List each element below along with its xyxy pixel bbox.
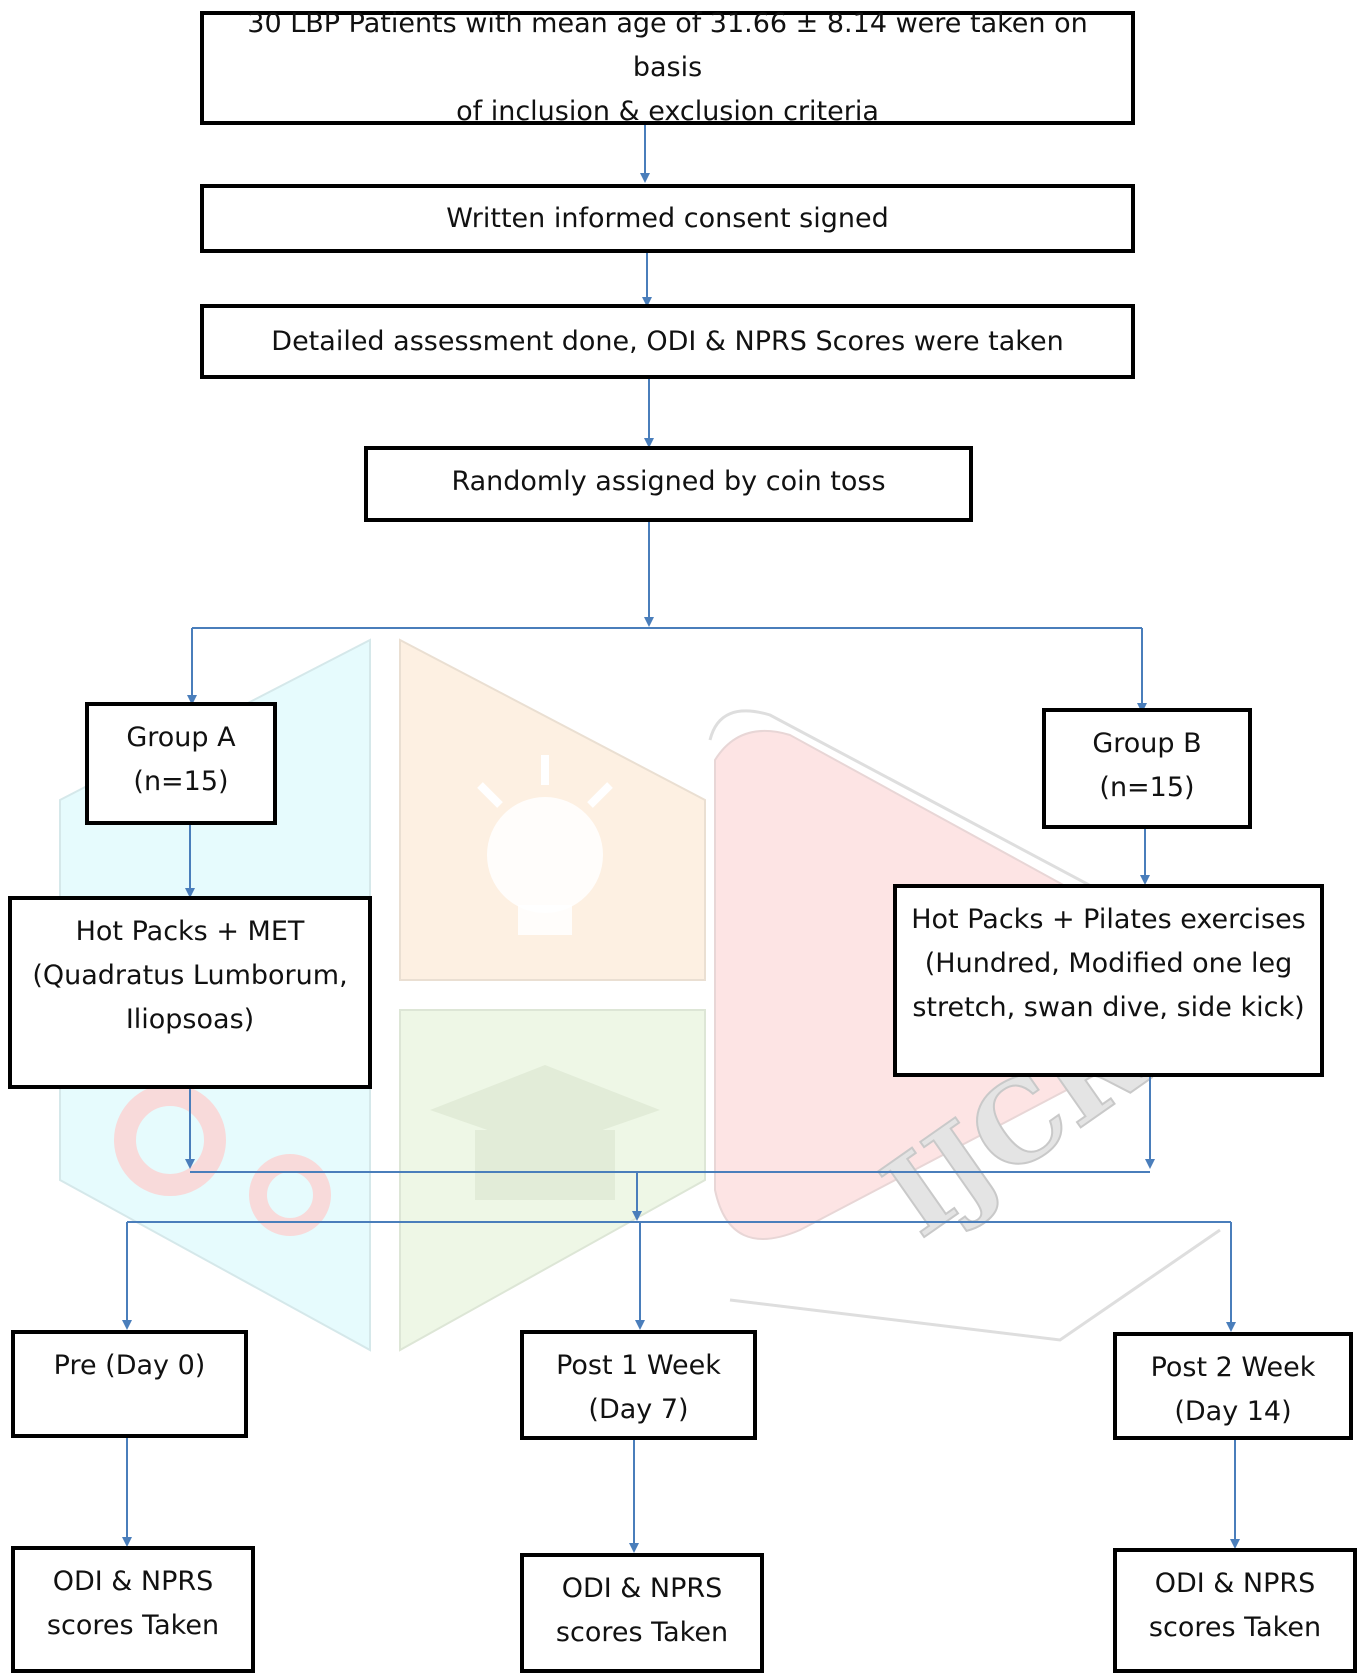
randomization-box: Randomly assigned by coin toss: [364, 446, 973, 522]
post1-box: Post 1 Week (Day 7): [520, 1330, 757, 1440]
scores-pre-line-2: scores Taken: [46, 1610, 220, 1641]
group-a-label: Group A: [126, 722, 236, 753]
post1-line-2: (Day 7): [588, 1394, 689, 1425]
scores-post1-line-2: scores Taken: [555, 1617, 729, 1648]
group-b-label: Group B: [1092, 728, 1202, 759]
assessment-box: Detailed assessment done, ODI & NPRS Sco…: [200, 304, 1135, 379]
intake-line-2: of inclusion & exclusion criteria: [456, 96, 879, 127]
graduation-cap-icon: [430, 1065, 660, 1200]
pre-box: Pre (Day 0): [11, 1330, 248, 1438]
treatment-a-line-3: Iliopsoas): [125, 1004, 255, 1035]
group-a-count: (n=15): [133, 766, 229, 797]
randomization-text: Randomly assigned by coin toss: [451, 466, 886, 497]
treatment-b-line-1: Hot Packs + Pilates exercises: [911, 904, 1306, 935]
treatment-a-line-2: (Quadratus Lumborum,: [32, 960, 348, 991]
scores-post2-box: ODI & NPRS scores Taken: [1113, 1548, 1357, 1673]
treatment-a-box: Hot Packs + MET (Quadratus Lumborum, Iliop…: [8, 896, 372, 1089]
post1-line-1: Post 1 Week: [556, 1350, 721, 1381]
scores-post1-box: ODI & NPRS scores Taken: [520, 1553, 764, 1673]
scores-pre-box: ODI & NPRS scores Taken: [11, 1546, 255, 1673]
group-b-box: Group B (n=15): [1042, 708, 1252, 829]
group-b-count: (n=15): [1099, 772, 1195, 803]
post2-line-1: Post 2 Week: [1150, 1352, 1316, 1383]
intake-box: 30 LBP Patients with mean age of 31.66 ±…: [200, 8, 1135, 127]
treatment-b-line-3: stretch, swan dive, side kick): [912, 992, 1305, 1023]
pre-text: Pre (Day 0): [53, 1350, 206, 1381]
scores-post2-line-2: scores Taken: [1148, 1612, 1322, 1643]
treatment-b-line-2: (Hundred, Modified one leg: [924, 948, 1293, 979]
scores-post2-line-1: ODI & NPRS: [1154, 1568, 1316, 1599]
gear-icon: [114, 1084, 331, 1236]
consent-text: Written informed consent signed: [446, 202, 889, 234]
treatment-b-box: Hot Packs + Pilates exercises (Hundred, M…: [893, 884, 1324, 1077]
post2-line-2: (Day 14): [1174, 1396, 1292, 1427]
watermark-outline-shape: [708, 709, 1231, 1342]
scores-pre-line-1: ODI & NPRS: [52, 1566, 214, 1597]
post2-box: Post 2 Week (Day 14): [1113, 1332, 1353, 1440]
consent-box: Written informed consent signed: [200, 184, 1135, 253]
scores-post1-line-1: ODI & NPRS: [561, 1573, 723, 1604]
group-a-box: Group A (n=15): [85, 702, 277, 825]
lightbulb-icon: [477, 755, 613, 935]
assessment-text: Detailed assessment done, ODI & NPRS Sco…: [271, 325, 1064, 357]
intake-line-1: 30 LBP Patients with mean age of 31.66 ±…: [247, 8, 1088, 83]
treatment-a-line-1: Hot Packs + MET: [75, 916, 305, 947]
